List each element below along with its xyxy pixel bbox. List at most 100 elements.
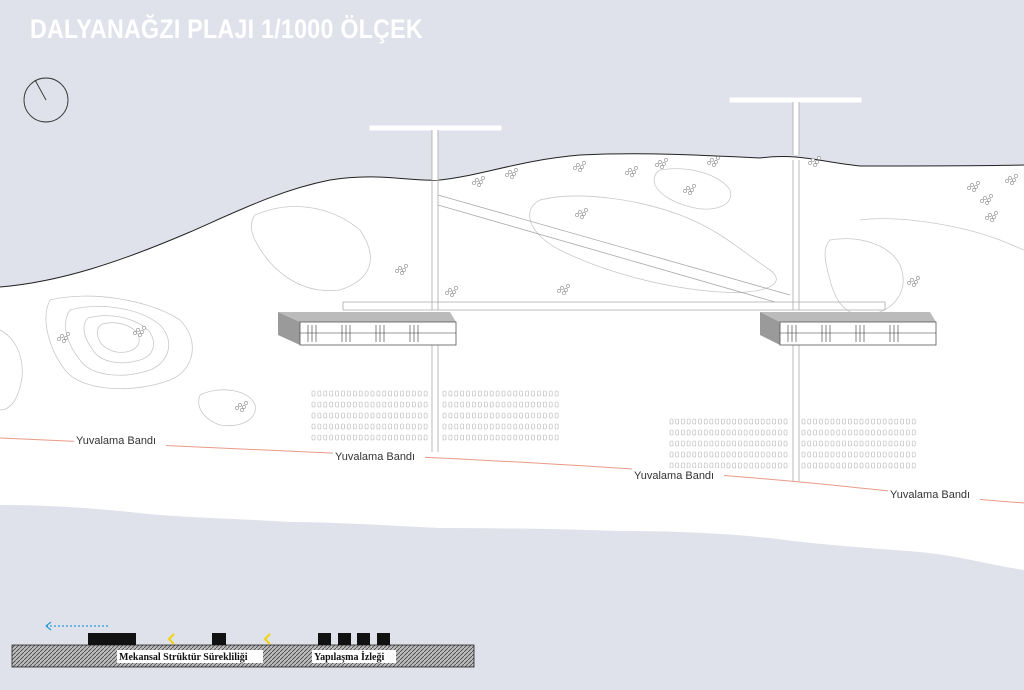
sunbed (406, 401, 410, 408)
sunbed (382, 423, 387, 430)
sunbed (853, 451, 858, 458)
sunbed (692, 418, 697, 425)
sunbed (766, 440, 771, 447)
sunbed (681, 451, 685, 458)
sunbed (483, 434, 488, 441)
sunbed (411, 390, 416, 397)
sunbed (542, 412, 547, 419)
sunbed (813, 440, 817, 447)
sunbed (738, 462, 742, 469)
sunbed (466, 423, 470, 430)
sunbed (460, 401, 465, 408)
sunbed (900, 462, 904, 469)
sunbed (531, 390, 535, 397)
sunbed (483, 401, 488, 408)
sunbed (400, 423, 404, 430)
dotted-arrow-icon (45, 621, 108, 631)
sunbed (777, 429, 782, 436)
sunbed (370, 401, 375, 408)
sunbed (692, 451, 697, 458)
sunbed (720, 451, 725, 458)
sunbed (877, 429, 881, 436)
sunbed (548, 390, 553, 397)
sunbed (842, 429, 846, 436)
sunbed (542, 390, 547, 397)
sunbed (749, 451, 754, 458)
sunbed (819, 440, 823, 447)
sunbed (865, 451, 870, 458)
sunbed (859, 451, 864, 458)
sunbed (335, 423, 339, 430)
sunbed (772, 462, 776, 469)
sunbed (352, 401, 357, 408)
sunbed (777, 440, 782, 447)
sunbed (400, 401, 404, 408)
sunbed (813, 451, 817, 458)
sunbed (709, 451, 714, 458)
sunbed (454, 390, 459, 397)
sunbed (483, 390, 488, 397)
sunbed (807, 429, 812, 436)
sunbed (743, 440, 748, 447)
sunbed (311, 390, 316, 397)
sunbed (400, 434, 404, 441)
sunbed (417, 412, 422, 419)
sunbed (749, 440, 754, 447)
sunbed (501, 412, 506, 419)
sunbed (732, 440, 737, 447)
sunbed (877, 451, 881, 458)
tree-cluster (980, 194, 993, 205)
sunbed (783, 451, 788, 458)
sunbed (819, 451, 823, 458)
sunbed (900, 451, 904, 458)
sunbed (358, 390, 363, 397)
sunbed (411, 412, 416, 419)
sunbed (537, 401, 541, 408)
sunbed (755, 429, 759, 436)
sunbed (454, 401, 459, 408)
sunbed (720, 429, 725, 436)
sunbed (311, 434, 316, 441)
sunbed (783, 418, 788, 425)
sunbed (442, 423, 447, 430)
sunbed (888, 451, 893, 458)
sunbed (358, 423, 363, 430)
sunbed (720, 440, 725, 447)
sunbed (755, 440, 759, 447)
sunbed (376, 401, 381, 408)
sunbed (525, 434, 529, 441)
sunbed (400, 390, 404, 397)
band-label: Yuvalama Bandı (335, 451, 415, 463)
sunbed (830, 440, 835, 447)
sunbed (460, 434, 465, 441)
sunbed (501, 390, 506, 397)
sunbed (537, 423, 541, 430)
sunbed (755, 418, 759, 425)
sunbed (836, 440, 841, 447)
sunbed (519, 390, 524, 397)
sunbed (911, 451, 916, 458)
sunbed (347, 401, 351, 408)
tree-cluster (395, 264, 408, 275)
sunbed (495, 434, 500, 441)
sunbed (836, 462, 841, 469)
tree-cluster (985, 211, 998, 222)
sunbed (311, 412, 316, 419)
sunbed (842, 418, 846, 425)
sunbed (732, 418, 737, 425)
sunbed (507, 401, 512, 408)
sunbed (501, 423, 506, 430)
sunbed (726, 429, 731, 436)
sunbed (394, 412, 398, 419)
sunbed (460, 412, 465, 419)
sunbed (519, 423, 524, 430)
sunbed (819, 418, 823, 425)
sunbed (358, 434, 363, 441)
sunbed (848, 451, 852, 458)
sunbed (364, 423, 369, 430)
sunbed (341, 423, 345, 430)
sunbed (341, 401, 345, 408)
sunbed (394, 390, 398, 397)
